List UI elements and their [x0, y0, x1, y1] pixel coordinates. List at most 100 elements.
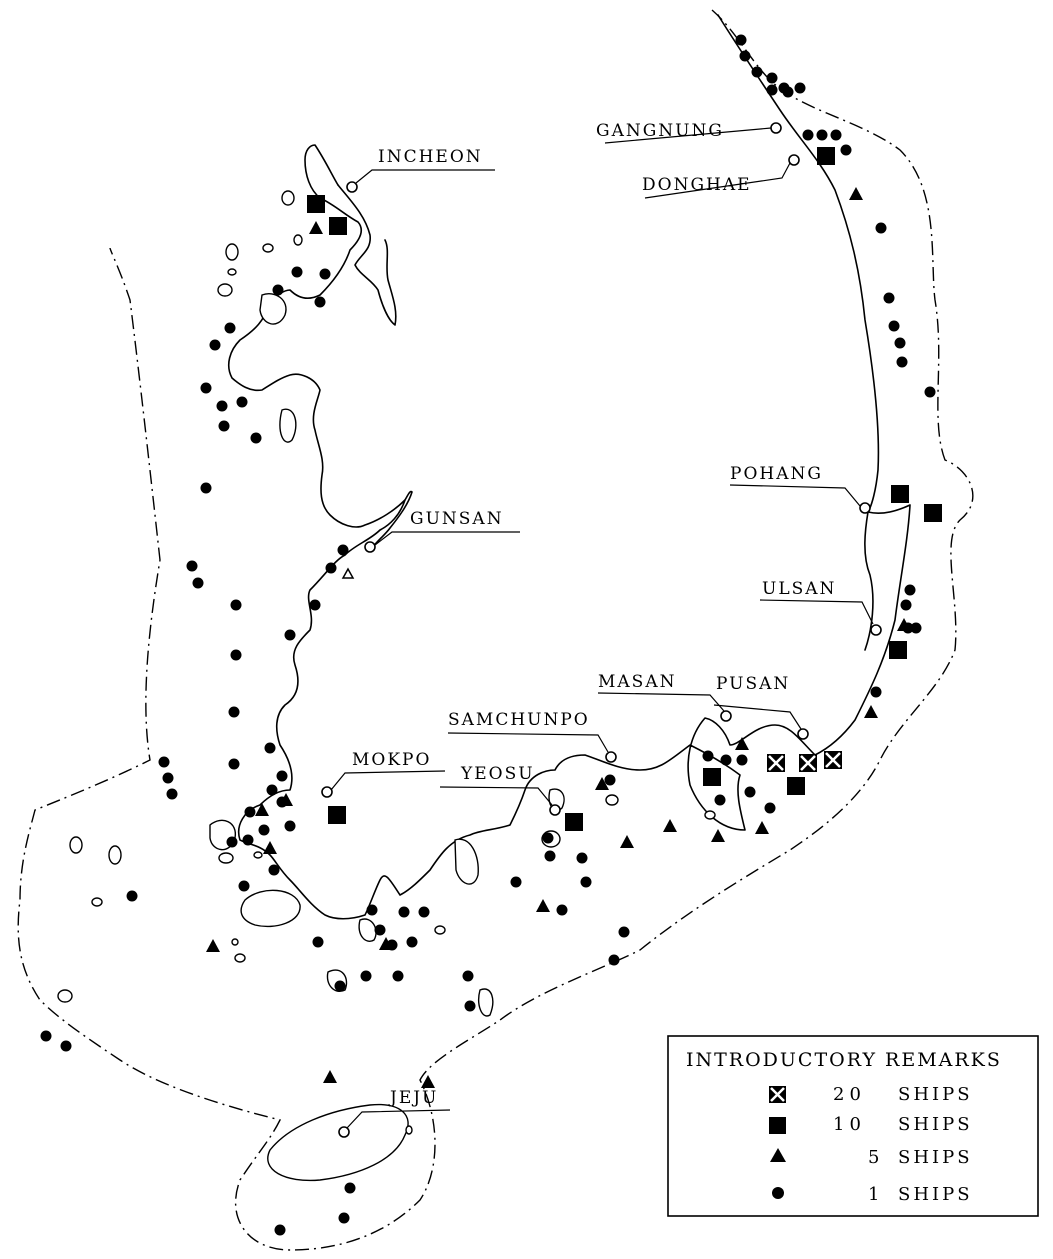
legend-count-20: 20	[833, 1084, 866, 1105]
label-incheon: INCHEON	[378, 147, 483, 167]
ship-symbol-1	[904, 584, 916, 596]
ship-symbol-1	[764, 802, 776, 814]
ship-symbol-5	[864, 705, 878, 718]
ship-symbol-5	[263, 841, 277, 854]
ship-symbol-1	[608, 954, 620, 966]
ship-symbol-5	[206, 939, 220, 952]
port-marker-jeju	[338, 1126, 350, 1138]
ship-symbol-5	[279, 793, 293, 806]
port-labels: INCHEON GANGNUNG DONGHAE GUNSAN POHANG U…	[352, 121, 836, 1108]
ship-symbol-1	[209, 339, 221, 351]
legend-title: INTRODUCTORY REMARKS	[686, 1049, 1002, 1071]
ship-symbol-20	[767, 754, 785, 772]
ship-symbol-1	[162, 772, 174, 784]
ship-symbol-1	[464, 1000, 476, 1012]
ship-symbol-5	[421, 1075, 435, 1088]
ship-symbol-1	[230, 649, 242, 661]
ship-symbol-1	[398, 906, 410, 918]
ship-symbol-1	[751, 66, 763, 78]
ship-symbol-1	[244, 806, 256, 818]
ship-symbol-5	[897, 618, 911, 631]
ship-symbol-1	[888, 320, 900, 332]
ship-symbol-10	[307, 195, 325, 213]
port-marker-ulsan	[870, 624, 882, 636]
ship-symbol-5	[323, 1070, 337, 1083]
ship-symbol-1	[218, 420, 230, 432]
small-islands	[57, 190, 716, 1135]
ship-symbol-10	[889, 641, 907, 659]
ship-symbol-10	[817, 147, 835, 165]
ship-symbol-1	[782, 86, 794, 98]
legend-unit-5: SHIPS	[898, 1147, 973, 1168]
port-marker-pusan	[797, 728, 809, 740]
gunsan-estuary	[371, 490, 413, 549]
label-gunsan: GUNSAN	[410, 509, 504, 529]
ship-symbol-1	[840, 144, 852, 156]
ship-symbol-10	[703, 768, 721, 786]
ship-symbol-1	[739, 50, 751, 62]
ship-symbol-1	[830, 129, 842, 141]
ship-symbol-10	[787, 777, 805, 795]
ship-symbol-1	[228, 758, 240, 770]
ship-symbol-1	[238, 880, 250, 892]
legend-symbol-10-ships	[769, 1117, 786, 1134]
ship-symbol-1	[312, 936, 324, 948]
ship-symbol-10	[328, 806, 346, 824]
ship-symbol-5	[341, 567, 355, 579]
ship-symbol-1	[360, 970, 372, 982]
ship-symbol-1	[272, 284, 284, 296]
ship-symbol-1	[924, 386, 936, 398]
ship-symbol-1	[309, 599, 321, 611]
ship-symbol-1	[314, 296, 326, 308]
label-leaders	[330, 127, 874, 1129]
ship-symbol-5	[379, 937, 393, 950]
ship-symbol-1	[406, 936, 418, 948]
port-marker-pohang	[859, 502, 871, 514]
label-mokpo: MOKPO	[352, 750, 431, 770]
ship-symbol-1	[200, 482, 212, 494]
ship-symbol-5	[536, 899, 550, 912]
legend-unit-1: SHIPS	[898, 1184, 973, 1205]
legend-symbol-20-ships	[769, 1086, 786, 1103]
ship-symbol-1	[580, 876, 592, 888]
ship-symbol-1	[510, 876, 522, 888]
legend: INTRODUCTORY REMARKS 20 SHIPS 10 SHIPS 5…	[667, 1035, 1039, 1217]
label-pusan: PUSAN	[716, 674, 790, 694]
ship-symbol-5	[849, 187, 863, 200]
legend-unit-10: SHIPS	[898, 1114, 973, 1135]
ship-symbol-1	[242, 834, 254, 846]
ship-symbol-1	[266, 784, 278, 796]
ship-symbol-1	[816, 129, 828, 141]
ship-symbol-1	[766, 72, 778, 84]
ship-symbol-1	[230, 599, 242, 611]
ship-symbols	[40, 34, 942, 1236]
ship-symbol-5	[620, 835, 634, 848]
ship-symbol-1	[258, 824, 270, 836]
ship-symbol-1	[366, 904, 378, 916]
ship-symbol-5	[755, 821, 769, 834]
port-marker-samchunpo	[605, 751, 617, 763]
ship-symbol-20	[824, 751, 842, 769]
ship-symbol-1	[186, 560, 198, 572]
ship-symbol-1	[883, 292, 895, 304]
ship-symbol-1	[291, 266, 303, 278]
legend-unit-20: SHIPS	[898, 1084, 973, 1105]
ship-symbol-1	[576, 852, 588, 864]
ship-symbol-1	[224, 322, 236, 334]
ship-symbol-1	[374, 924, 386, 936]
ship-symbol-1	[250, 432, 262, 444]
port-marker-gangnung	[770, 122, 782, 134]
ship-symbol-1	[236, 396, 248, 408]
ship-symbol-1	[735, 34, 747, 46]
legend-box	[667, 1035, 1039, 1217]
ship-symbol-1	[744, 786, 756, 798]
label-ulsan: ULSAN	[762, 579, 836, 599]
label-yeosu: YEOSU	[460, 764, 535, 784]
legend-symbol-5-ships	[770, 1148, 786, 1162]
ship-symbol-1	[158, 756, 170, 768]
ship-symbol-1	[40, 1030, 52, 1042]
ship-symbol-10	[329, 217, 347, 235]
ship-symbol-5	[255, 803, 269, 816]
ship-symbol-1	[334, 980, 346, 992]
ship-symbol-10	[891, 485, 909, 503]
